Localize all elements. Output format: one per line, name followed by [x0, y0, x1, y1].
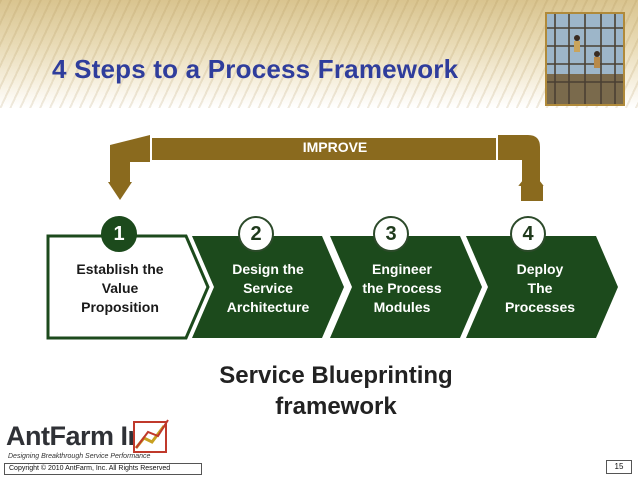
step-2-chevron	[192, 236, 344, 338]
step-3-label: Engineer the Process Modules	[362, 261, 442, 315]
step-2-number: 2	[238, 216, 274, 252]
step-1-chevron	[46, 234, 210, 340]
step-4-number: 4	[510, 216, 546, 252]
page-number: 15	[606, 460, 632, 474]
step-1-number: 1	[101, 216, 137, 252]
copyright-notice: Copyright © 2010 AntFarm, Inc. All Right…	[4, 463, 202, 475]
construction-workers-photo	[545, 12, 625, 106]
step-1-label: Establish the Value Proposition	[76, 261, 164, 315]
step-3-number: 3	[373, 216, 409, 252]
antfarm-logo-icon	[133, 419, 169, 453]
step-3-chevron	[330, 236, 482, 338]
step-4-label: Deploy The Processes	[504, 261, 576, 315]
improve-arrow-head	[519, 170, 543, 185]
framework-subtitle: Service Blueprinting framework	[219, 362, 453, 420]
step-2-label: Design the Service Architecture	[226, 261, 310, 315]
step-4-chevron	[466, 236, 618, 338]
slide-title: 4 Steps to a Process Framework	[52, 54, 459, 84]
improve-label: IMPROVE	[302, 139, 368, 155]
header-band	[0, 0, 638, 108]
brand-tagline: Designing Breakthrough Service Performan…	[8, 453, 151, 460]
